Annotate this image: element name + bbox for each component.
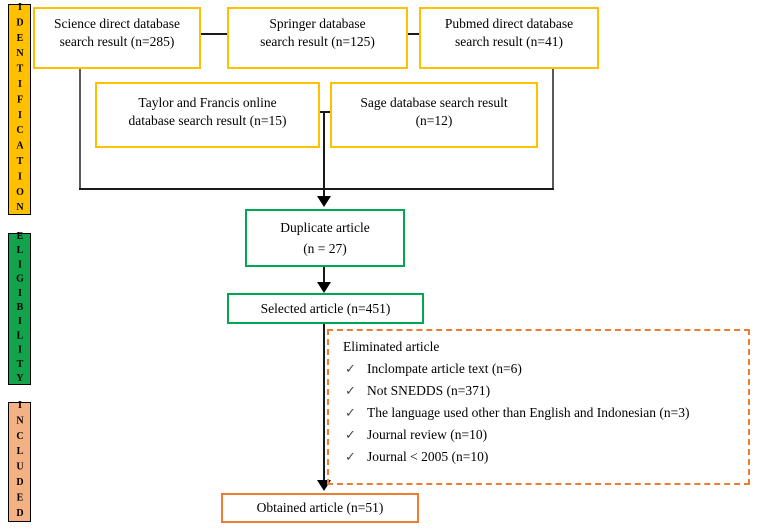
box-eliminated-article: Eliminated article ✓ Inclompate article … xyxy=(327,329,750,485)
arrow-to-duplicate-line xyxy=(323,112,325,198)
box-selected-label: Selected article (n=451) xyxy=(260,300,391,316)
arrow-down-icon xyxy=(317,282,331,293)
box-obtained-label: Obtained article (n=51) xyxy=(256,500,384,515)
stage-label-identification: IDENTIFICATION xyxy=(8,1,31,218)
check-icon: ✓ xyxy=(345,361,356,376)
arrow-down-icon xyxy=(317,196,331,207)
stage-label-eligibility: ELIGIBILITY xyxy=(8,230,31,388)
stage-label-included-text: INCLUDED xyxy=(14,400,26,524)
stage-label-eligibility-text: ELIGIBILITY xyxy=(14,230,26,388)
arrow-to-selected-line xyxy=(323,267,325,284)
box-pubmed-line2: search result (n=41) xyxy=(454,34,564,49)
connector-pubmed-down xyxy=(552,69,554,190)
check-icon: ✓ xyxy=(345,427,356,442)
stage-label-identification-text: IDENTIFICATION xyxy=(14,1,26,218)
eliminated-item-text: The language used other than English and… xyxy=(367,405,690,420)
list-item: ✓ The language used other than English a… xyxy=(343,402,719,424)
check-icon: ✓ xyxy=(345,449,356,464)
stage-label-included: INCLUDED xyxy=(8,400,31,524)
box-science-direct: Science direct database search result (n… xyxy=(33,7,201,69)
box-springer-line1: Springer database xyxy=(269,16,366,31)
box-pubmed: Pubmed direct database search result (n=… xyxy=(419,7,599,69)
eliminated-item-text: Journal < 2005 (n=10) xyxy=(367,449,489,464)
box-selected-article: Selected article (n=451) xyxy=(227,293,424,324)
box-taylor-francis-line1: Taylor and Francis online xyxy=(138,95,277,110)
box-duplicate-article: Duplicate article (n = 27) xyxy=(245,209,405,267)
box-duplicate-line2: (n = 27) xyxy=(303,241,347,256)
eliminated-list: ✓ Inclompate article text (n=6) ✓ Not SN… xyxy=(343,358,742,468)
connector-collect-horizontal xyxy=(79,188,554,190)
box-sage-line1: Sage database search result xyxy=(360,95,508,110)
box-taylor-francis: Taylor and Francis online database searc… xyxy=(95,82,320,148)
connector-science-down xyxy=(79,69,81,190)
eliminated-item-text: Inclompate article text (n=6) xyxy=(367,361,522,376)
eliminated-item-text: Journal review (n=10) xyxy=(367,427,488,442)
check-icon: ✓ xyxy=(345,405,356,420)
box-sage: Sage database search result (n=12) xyxy=(330,82,538,148)
box-obtained-article: Obtained article (n=51) xyxy=(221,493,419,523)
list-item: ✓ Journal review (n=10) xyxy=(343,424,719,446)
eliminated-item-text: Not SNEDDS (n=371) xyxy=(367,383,491,398)
box-science-direct-line2: search result (n=285) xyxy=(59,34,175,49)
list-item: ✓ Not SNEDDS (n=371) xyxy=(343,380,719,402)
connector-taylor-sage xyxy=(320,111,330,113)
box-duplicate-line1: Duplicate article xyxy=(280,220,370,235)
connector-springer-pubmed xyxy=(408,33,419,35)
box-taylor-francis-line2: database search result (n=15) xyxy=(128,113,287,128)
arrow-to-obtained-line xyxy=(323,324,325,482)
list-item: ✓ Inclompate article text (n=6) xyxy=(343,358,719,380)
box-springer-line2: search result (n=125) xyxy=(260,34,375,49)
box-sage-line2: (n=12) xyxy=(415,113,453,128)
eliminated-title: Eliminated article xyxy=(343,339,440,354)
connector-science-springer xyxy=(201,33,227,35)
check-icon: ✓ xyxy=(345,383,356,398)
box-springer: Springer database search result (n=125) xyxy=(227,7,408,69)
list-item: ✓ Journal < 2005 (n=10) xyxy=(343,446,719,468)
arrow-down-icon xyxy=(317,480,331,491)
box-pubmed-line1: Pubmed direct database xyxy=(444,16,574,31)
box-science-direct-line1: Science direct database xyxy=(54,16,180,31)
